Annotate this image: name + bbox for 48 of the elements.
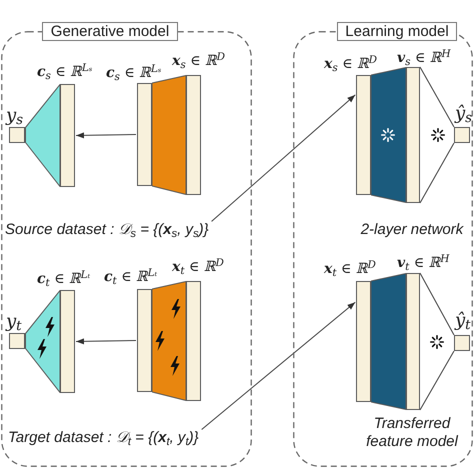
arrow (211, 94, 356, 222)
arrow (76, 132, 136, 138)
layer-bar (356, 281, 371, 402)
layer-bar (186, 75, 201, 195)
connector-line (420, 142, 454, 204)
output-unit (9, 333, 25, 349)
output-label: y$_{s}$ (6, 106, 24, 126)
weights-trapezoid (152, 75, 186, 195)
math-label: c$_{s}$ ∈ ℝ$^{Lₛ}$ (106, 64, 162, 82)
output-label: y$_{t}$ (6, 312, 22, 332)
decoder-trapezoid (25, 84, 60, 187)
layer-bar (406, 273, 420, 410)
layer-bar (60, 84, 75, 187)
layer-bar (406, 67, 420, 203)
output-unit (9, 127, 25, 143)
weights-trapezoid (371, 273, 406, 410)
layer-bar (137, 289, 152, 392)
panel-title: Learning model (337, 22, 457, 41)
output-unit (454, 127, 470, 143)
math-label: c$_{t}$ ∈ ℝ$^{Lₜ}$ (37, 270, 90, 288)
panel-title: Generative model (42, 22, 178, 41)
layer-bar (356, 75, 371, 195)
output-unit (454, 335, 470, 351)
arrow (76, 338, 136, 344)
dataset-formula: Source dataset : 𝒟$_{s}$ = {(x$_{s}$, y$_{s}$)} (5, 220, 209, 240)
network-caption: 2-layer network (360, 221, 465, 239)
arrow (201, 302, 356, 430)
math-label: v$_{t}$ ∈ ℝ$^{H}$ (397, 254, 450, 272)
math-label: x$_{s}$ ∈ ℝ$^{D}$ (324, 55, 378, 73)
network-caption: Transferred feature model (365, 415, 460, 451)
math-label: x$_{t}$ ∈ ℝ$^{D}$ (324, 260, 376, 278)
connector-line (420, 66, 454, 128)
weights-trapezoid (152, 281, 186, 401)
output-label: ŷ$_{t}$ (455, 311, 471, 331)
math-label: c$_{t}$ ∈ ℝ$^{Lₜ}$ (104, 268, 158, 286)
connector-line (420, 272, 454, 336)
math-label: c$_{s}$ ∈ ℝ$^{Lₛ}$ (37, 63, 92, 81)
layer-bar (60, 290, 75, 393)
connector-line (420, 350, 454, 410)
decoder-trapezoid (25, 290, 60, 393)
math-label: x$_{s}$ ∈ ℝ$^{D}$ (172, 52, 226, 70)
layer-bar (137, 83, 152, 186)
math-label: x$_{t}$ ∈ ℝ$^{D}$ (172, 258, 224, 276)
dataset-formula: Target dataset : 𝒟$_{t}$ = {(x$_{t}$, y$_{t}$)} (8, 428, 199, 448)
layer-bar (186, 281, 201, 401)
math-label: v$_{s}$ ∈ ℝ$^{H}$ (397, 49, 451, 67)
output-label: ŷ$_{s}$ (455, 104, 472, 124)
weights-trapezoid (371, 67, 406, 203)
